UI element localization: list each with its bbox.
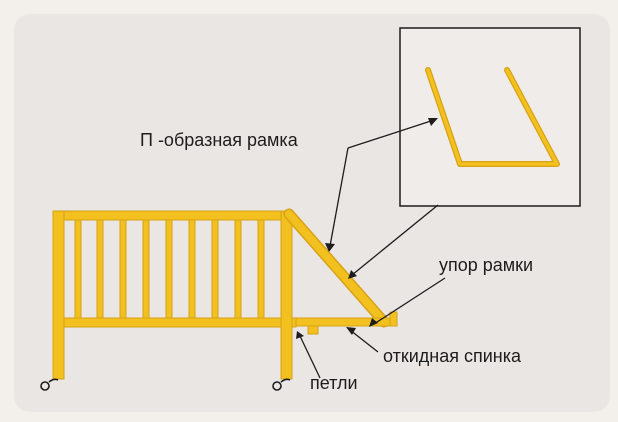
label-fold-back: откидная спинка [383,346,522,366]
crib-panel [52,210,297,380]
label-u-frame: П -образная рамка [140,130,299,150]
leader-lines [299,119,446,379]
inset-box [399,27,581,207]
arrowheads [296,118,438,339]
label-frame-stop: упор рамки [439,255,533,275]
fold-back-frame [283,208,398,335]
label-hinges: петли [310,373,358,393]
caster-wheel-icon [40,378,291,391]
